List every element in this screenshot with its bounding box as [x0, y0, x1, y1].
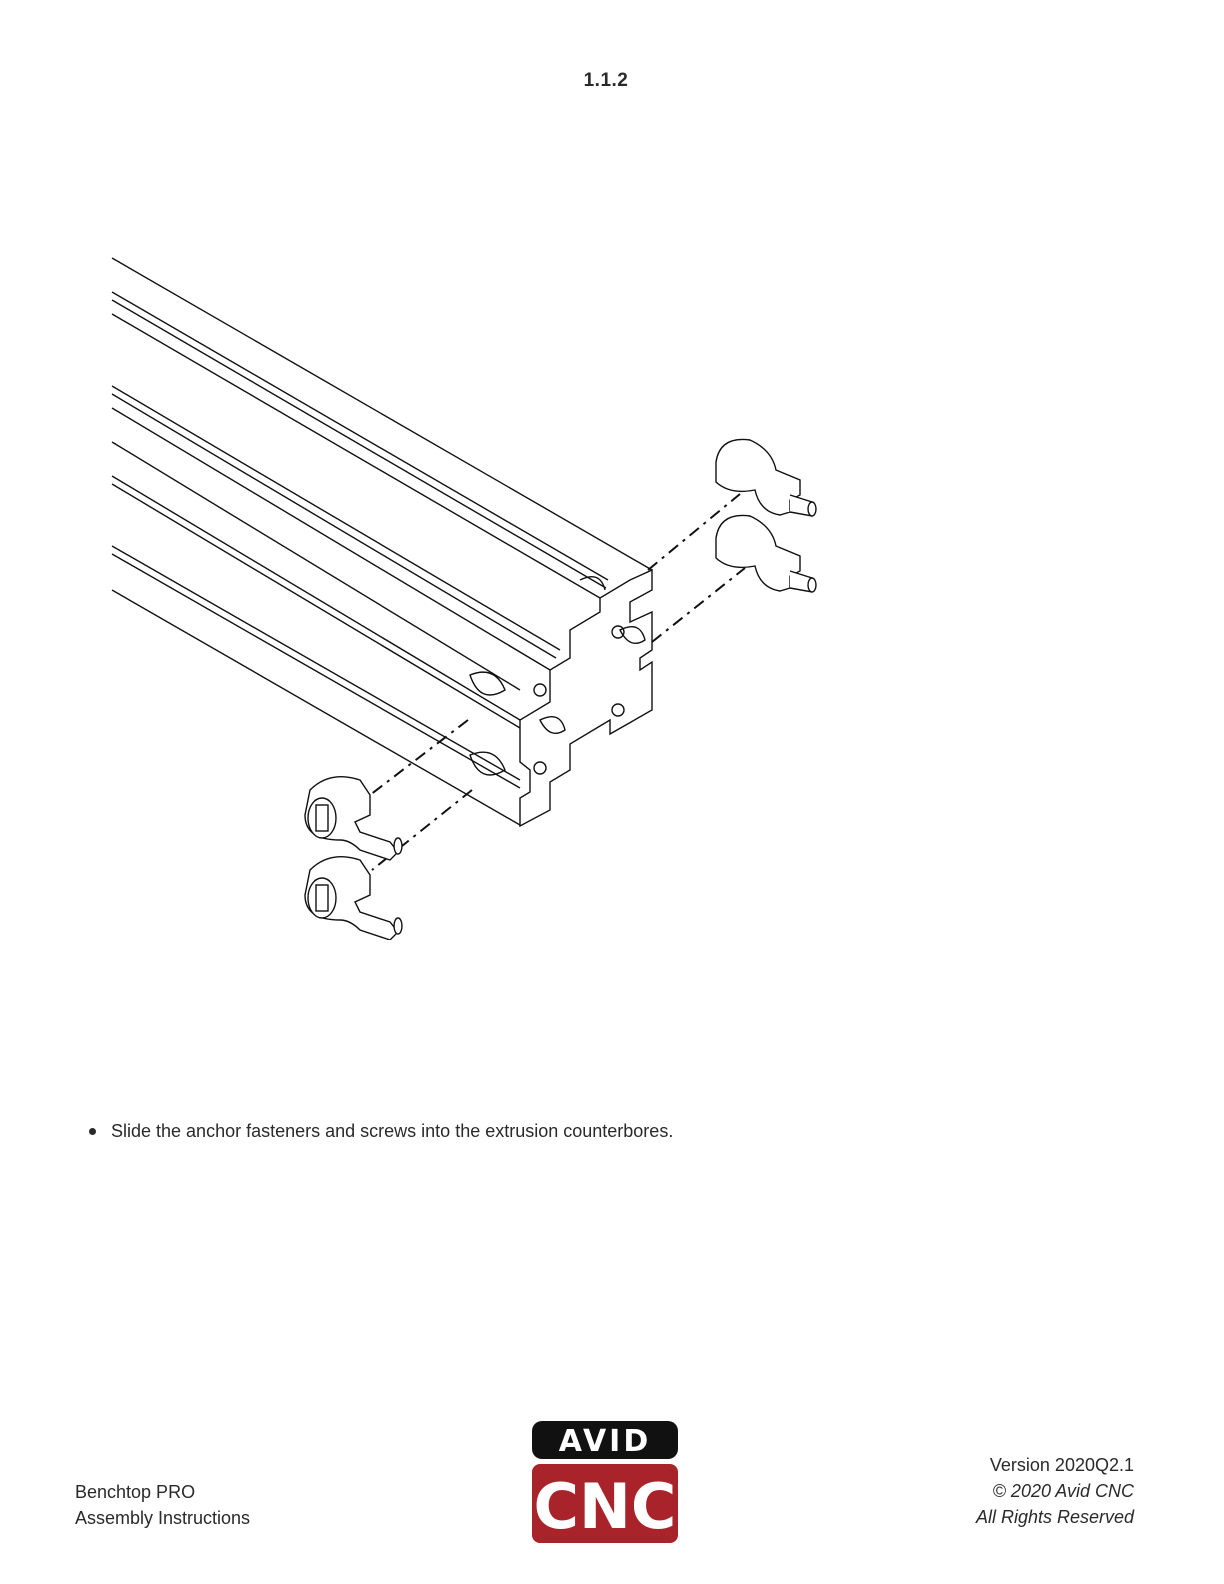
instruction-item: Slide the anchor fasteners and screws in…	[86, 1118, 673, 1144]
instruction-text: Slide the anchor fasteners and screws in…	[111, 1121, 673, 1141]
logo-bottom-text: CNC	[534, 1470, 677, 1543]
assembly-illustration	[100, 250, 830, 940]
copyright-text: © 2020 Avid CNC	[976, 1478, 1134, 1504]
footer-left: Benchtop PRO Assembly Instructions	[75, 1479, 250, 1531]
logo-top-text: AVID	[559, 1424, 651, 1459]
rights-text: All Rights Reserved	[976, 1504, 1134, 1530]
instruction-list: Slide the anchor fasteners and screws in…	[86, 1118, 673, 1144]
logo-icon: AVID CNC	[531, 1420, 679, 1544]
extrusion-illustration-icon	[100, 250, 830, 940]
avid-cnc-logo: AVID CNC	[531, 1420, 679, 1544]
version-text: Version 2020Q2.1	[976, 1452, 1134, 1478]
footer-right: Version 2020Q2.1 © 2020 Avid CNC All Rig…	[976, 1452, 1134, 1530]
document-title: Assembly Instructions	[75, 1505, 250, 1531]
bullet-icon	[89, 1128, 96, 1135]
product-name: Benchtop PRO	[75, 1479, 250, 1505]
step-number: 1.1.2	[0, 70, 1212, 92]
